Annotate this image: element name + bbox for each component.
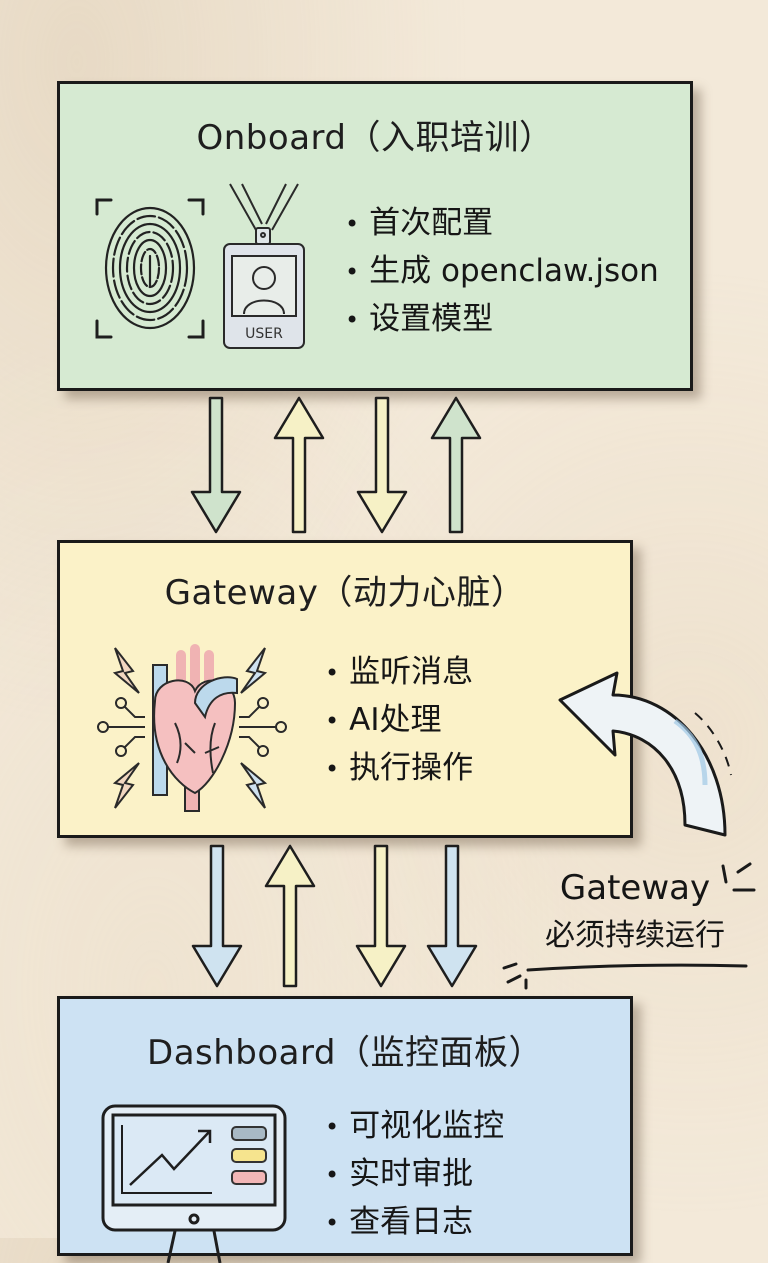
fingerprint-icon [95,198,205,339]
curved-arrow-icon [558,671,732,837]
id-badge-icon: USER [223,183,305,349]
arrow-down-icon [356,396,408,534]
lightning-icon [240,647,268,694]
onboard-box: Onboard（入职培训） USER 首次配置 生 [57,81,693,391]
note-underline [502,862,756,990]
lightning-icon [112,647,140,694]
gateway-title: Gateway（动力心脏） [164,573,526,613]
arrow-down-icon [426,844,478,988]
onboard-title: Onboard（入职培训） [196,118,554,158]
bullet-item: 可视化监控 [325,1103,504,1151]
note-line2: 必须持续运行 [545,918,725,953]
bullet-item: 执行操作 [325,745,473,793]
onboard-bullets: 首次配置 生成 openclaw.json 设置模型 [345,200,659,344]
bullet-item: 设置模型 [345,296,659,344]
gateway-box: Gateway（动力心脏） 监听消息 AI处理 执行操作 [57,540,633,838]
lightning-icon [112,762,140,809]
bullet-item: 生成 openclaw.json [345,248,659,296]
badge-text: USER [245,326,283,342]
monitor-chart-icon [101,1104,287,1263]
bullet-item: AI处理 [325,697,473,745]
lightning-icon [240,762,268,809]
arrow-up-icon [273,396,325,534]
bullet-item: 监听消息 [325,649,473,697]
arrows-onboard-gateway [190,396,482,534]
arrow-up-icon [264,844,316,988]
dashboard-box: Dashboard（监控面板） 可视化监控 实时审批 查看日志 [57,996,633,1263]
arrow-down-icon [191,844,243,988]
dashboard-title: Dashboard（监控面板） [147,1033,543,1073]
arrow-down-icon [190,396,242,534]
arrow-down-icon [355,844,407,988]
arrow-up-icon [430,396,482,534]
note-line1: Gateway [559,868,711,908]
arrows-gateway-dashboard [191,844,478,988]
gateway-bullets: 监听消息 AI处理 执行操作 [325,649,473,793]
heart-icon [97,644,287,812]
bullet-item: 查看日志 [325,1199,504,1247]
gateway-note: Gateway 必须持续运行 [515,868,755,954]
dashboard-bullets: 可视化监控 实时审批 查看日志 [325,1103,504,1247]
bullet-item: 实时审批 [325,1151,504,1199]
bullet-item: 首次配置 [345,200,659,248]
